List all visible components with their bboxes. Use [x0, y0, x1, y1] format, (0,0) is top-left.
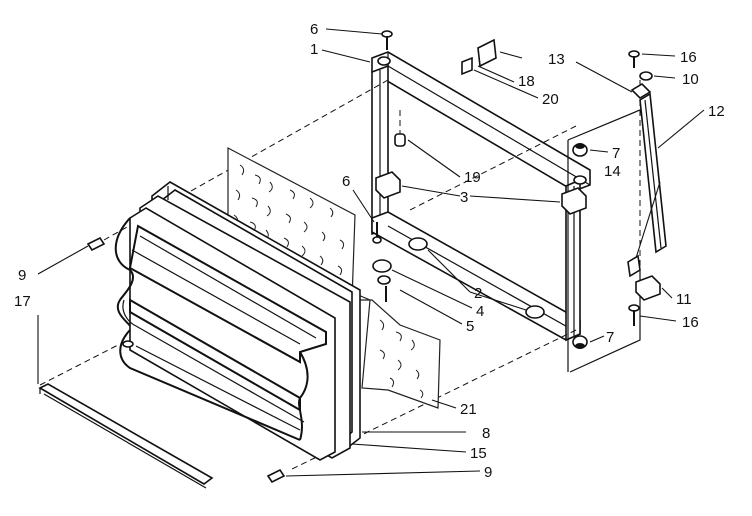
callout-16b: 16 [682, 314, 699, 331]
plug-7-bottom [572, 335, 588, 349]
callout-2: 2 [474, 285, 482, 302]
callout-17: 17 [14, 293, 31, 310]
spacer-4 [377, 275, 391, 285]
callout-8: 8 [482, 425, 490, 442]
screw-6-top [381, 30, 393, 50]
bracket-3-right [561, 187, 587, 215]
door-liner [114, 207, 336, 461]
plug-19 [394, 133, 406, 147]
callout-11: 11 [676, 291, 692, 308]
bracket-18 [477, 38, 497, 68]
callout-7b: 7 [606, 329, 614, 346]
callout-7a: 7 [612, 145, 620, 162]
callout-15: 15 [470, 445, 487, 462]
callout-9b: 9 [484, 464, 492, 481]
callout-4: 4 [476, 303, 484, 320]
callout-9a: 9 [18, 267, 26, 284]
screw-16-top [628, 50, 640, 68]
screw-6-mid [372, 222, 382, 244]
washer-10 [639, 71, 653, 81]
plug-20 [461, 56, 473, 76]
callout-13: 13 [548, 51, 565, 68]
screw-16-bottom [628, 304, 640, 326]
callout-16a: 16 [680, 49, 697, 66]
leader-lines [37, 28, 705, 477]
callout-19: 19 [464, 169, 481, 186]
hinge-13 [630, 82, 652, 100]
callout-5: 5 [466, 318, 474, 335]
callout-labels: 6 1 13 16 18 10 20 12 7 19 6 14 3 9 17 2… [14, 21, 725, 481]
hinge-rod-12 [639, 92, 667, 254]
callout-6b: 6 [342, 173, 350, 190]
screw-9-lower [266, 468, 286, 484]
callout-10: 10 [682, 71, 699, 88]
callout-21: 21 [460, 401, 477, 418]
screw-9-upper [86, 236, 106, 252]
callout-14: 14 [604, 163, 621, 180]
callout-18: 18 [518, 73, 535, 90]
door-bottom-trim [38, 383, 214, 489]
bracket-14 [627, 254, 641, 278]
callout-1: 1 [310, 41, 318, 58]
callout-3: 3 [460, 189, 468, 206]
plug-7-top [572, 143, 588, 157]
hinge-11 [635, 275, 661, 301]
callout-6a: 6 [310, 21, 318, 38]
callout-12: 12 [708, 103, 725, 120]
bracket-3-left [375, 171, 401, 199]
glide-2 [372, 237, 545, 319]
callout-20: 20 [542, 91, 559, 108]
